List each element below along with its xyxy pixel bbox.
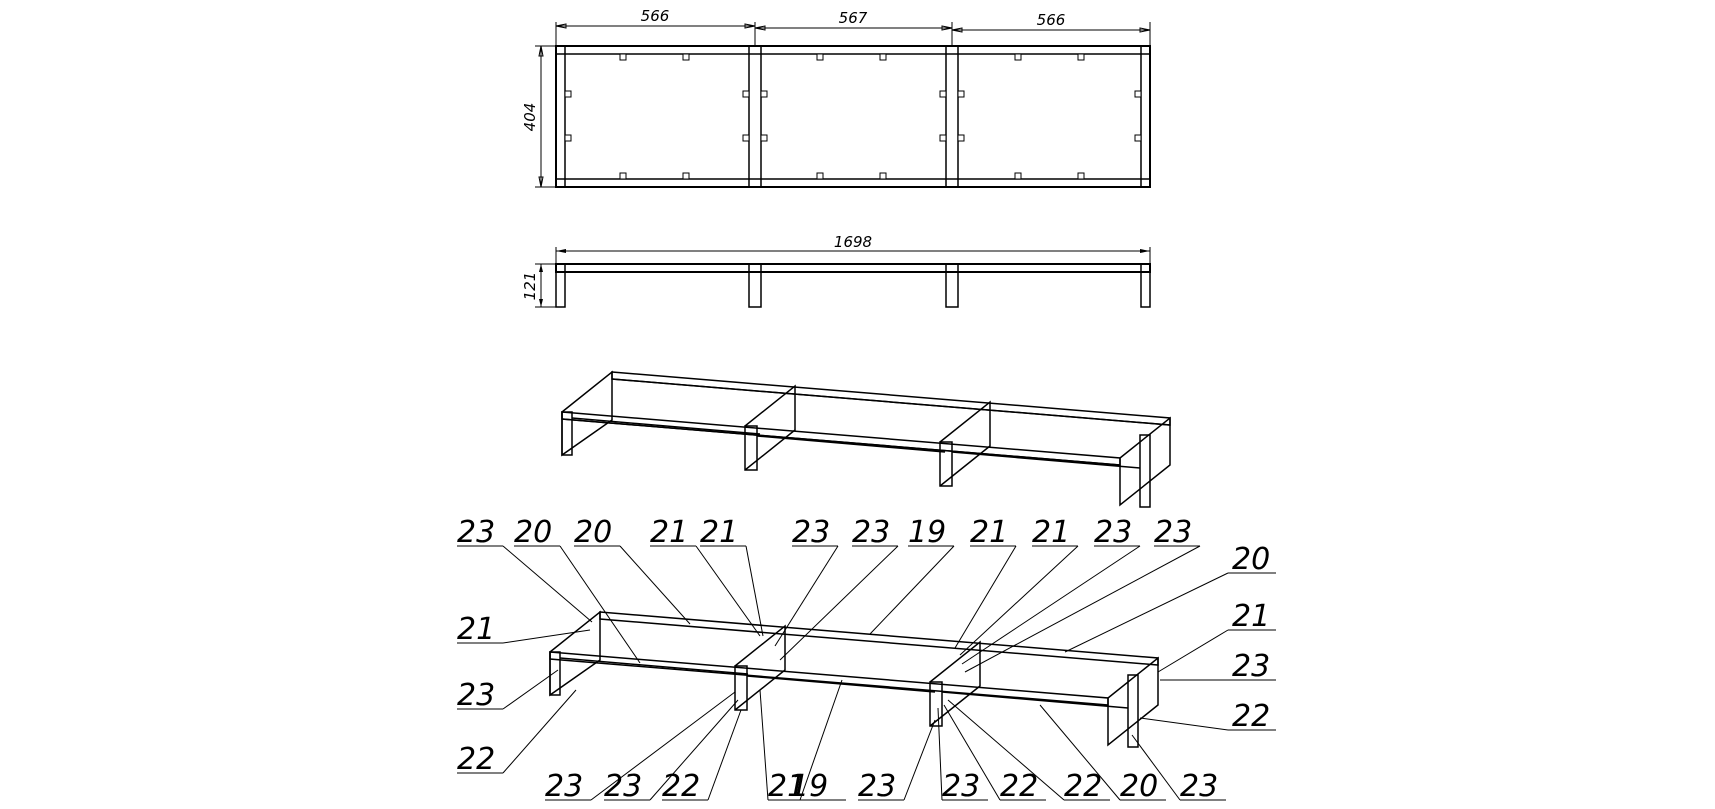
dim-length: 1698 bbox=[834, 233, 872, 251]
callout-top-7: 23 bbox=[852, 515, 890, 550]
callout-top-9: 21 bbox=[970, 515, 1008, 550]
front-view-leg-3 bbox=[945, 263, 959, 308]
callout-bottom-1: 23 bbox=[545, 769, 583, 804]
front-view-leg-2 bbox=[748, 263, 762, 308]
dim-width-1: 566 bbox=[641, 7, 670, 25]
iso-view-1 bbox=[561, 370, 1171, 508]
callouts-top-row: 23 20 20 21 21 23 23 19 21 21 23 23 bbox=[457, 515, 1192, 550]
dim-height: 121 bbox=[521, 272, 539, 301]
front-view-leg-4 bbox=[1140, 263, 1151, 308]
iso-view-2 bbox=[549, 610, 1159, 748]
callout-top-3: 20 bbox=[574, 515, 612, 550]
callout-top-4: 21 bbox=[650, 515, 688, 550]
callout-bottom-4: 21 bbox=[768, 769, 806, 804]
callout-bottom-2: 23 bbox=[604, 769, 642, 804]
front-view-top-rail bbox=[555, 263, 1151, 273]
callout-right-2: 21 bbox=[1232, 599, 1270, 634]
top-view-outer-frame bbox=[555, 45, 1151, 188]
top-view-post-2 bbox=[748, 45, 762, 188]
callout-left-1: 21 bbox=[457, 612, 495, 647]
callout-bottom-11: 23 bbox=[1180, 769, 1218, 804]
callout-left-3: 22 bbox=[457, 742, 495, 777]
callout-top-10: 21 bbox=[1032, 515, 1070, 550]
top-view-post-1 bbox=[555, 45, 566, 188]
callout-left-2: 23 bbox=[457, 678, 495, 713]
top-view-holes bbox=[564, 53, 1142, 180]
front-view-leg-1 bbox=[555, 263, 566, 308]
callout-bottom-7: 23 bbox=[942, 769, 980, 804]
callout-top-6: 23 bbox=[792, 515, 830, 550]
callout-top-8: 19 bbox=[908, 515, 946, 550]
callout-top-2: 20 bbox=[514, 515, 552, 550]
callout-bottom-3: 22 bbox=[662, 769, 700, 804]
front-view-dimensions bbox=[535, 247, 1151, 308]
callout-bottom-8: 22 bbox=[1000, 769, 1038, 804]
callouts-left-column: 21 23 22 bbox=[457, 612, 495, 777]
top-view-post-4 bbox=[1140, 45, 1151, 188]
dim-width-3: 566 bbox=[1037, 11, 1066, 29]
callout-leaders bbox=[457, 545, 1276, 801]
top-view-post-3 bbox=[945, 45, 959, 188]
callout-right-1: 20 bbox=[1232, 542, 1270, 577]
callout-top-5: 21 bbox=[700, 515, 738, 550]
top-view-dimensions bbox=[535, 22, 1151, 188]
callout-right-3: 23 bbox=[1232, 649, 1270, 684]
callout-top-11: 23 bbox=[1094, 515, 1132, 550]
front-view: 1698 121 bbox=[521, 233, 1151, 308]
callout-right-4: 22 bbox=[1232, 699, 1270, 734]
callout-bottom-9: 22 bbox=[1064, 769, 1102, 804]
dim-width-2: 567 bbox=[839, 9, 868, 27]
callouts-bottom-row: 23 23 22 21 19 23 23 22 22 20 23 bbox=[545, 769, 1218, 804]
callout-bottom-6: 23 bbox=[858, 769, 896, 804]
callout-top-12: 23 bbox=[1154, 515, 1192, 550]
callout-bottom-5: 19 bbox=[790, 769, 828, 804]
dim-depth: 404 bbox=[521, 103, 539, 132]
callout-bottom-10: 20 bbox=[1120, 769, 1158, 804]
top-view: 566 567 566 404 bbox=[521, 7, 1151, 188]
callout-top-1: 23 bbox=[457, 515, 495, 550]
callouts-right-column: 20 21 23 22 bbox=[1232, 542, 1270, 734]
